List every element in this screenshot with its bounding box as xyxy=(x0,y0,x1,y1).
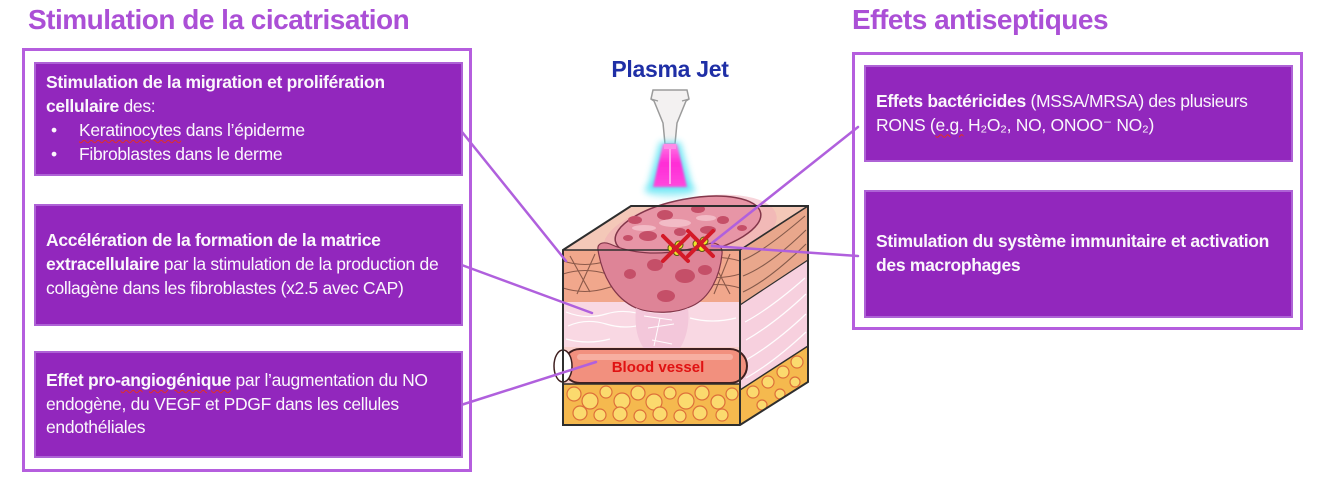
skin-block: Blood vessel xyxy=(553,194,809,426)
blood-vessel: Blood vessel xyxy=(553,348,748,384)
wound-bed xyxy=(635,308,689,351)
bullet-list: • Keratinocytes dans l’épiderme • Fibrob… xyxy=(46,119,451,167)
box-bold-text: Stimulation de la migration et proliféra… xyxy=(46,72,385,117)
skin-side-dermis xyxy=(740,260,808,390)
misspelled-word: Keratinocytes xyxy=(79,120,182,140)
box-text: Effet pro-angiogénique par l’augmentatio… xyxy=(46,369,451,440)
plasma-beam xyxy=(644,142,696,197)
box-text: Stimulation du système immunitaire et ac… xyxy=(876,230,1281,278)
box-migration-proliferation: Stimulation de la migration et proliféra… xyxy=(34,62,463,176)
right-section-title: Effets antiseptiques xyxy=(852,4,1109,35)
plasma-nozzle xyxy=(650,89,690,145)
box-text: Effets bactéricides (MSSA/MRSA) des plus… xyxy=(876,90,1281,138)
box-bold-text: Effets bactéricides xyxy=(876,90,1026,111)
blood-vessel-label: Blood vessel xyxy=(612,359,705,376)
wound-bed-cracks xyxy=(643,315,675,347)
misspelled-word: e.g. xyxy=(935,114,964,135)
left-panel-frame: Stimulation de la migration et proliféra… xyxy=(22,48,472,472)
box-pro-angiogenic: Effet pro-angiogénique par l’augmentatio… xyxy=(34,351,463,458)
right-panel-frame: Effets bactéricides (MSSA/MRSA) des plus… xyxy=(852,52,1303,330)
list-item: • Fibroblastes dans le derme xyxy=(46,143,451,167)
box-bold-text: Accélération de la formation de la matri… xyxy=(46,230,381,275)
box-bactericidal-effects: Effets bactéricides (MSSA/MRSA) des plus… xyxy=(864,65,1293,162)
bullet-text: Keratinocytes dans l’épiderme xyxy=(79,119,305,143)
dermis-mesh-lines xyxy=(565,277,807,379)
box-text: Accélération de la formation de la matri… xyxy=(46,229,451,300)
red-x-marks xyxy=(661,229,715,263)
plasma-jet-label: Plasma Jet xyxy=(611,56,729,82)
bullet-text-rest: dans l’épiderme xyxy=(181,120,305,140)
box-normal-text: par la stimulation de la production de c… xyxy=(46,254,439,298)
misspelled-word: angiogénique xyxy=(120,369,231,390)
bullet-text: Fibroblastes dans le derme xyxy=(79,143,283,164)
box-immune-stimulation: Stimulation du système immunitaire et ac… xyxy=(864,190,1293,318)
fat-layer xyxy=(566,355,804,423)
bullet-marker: • xyxy=(51,143,57,164)
skin-illustration: Blood vessel xyxy=(553,89,809,426)
box-normal-text: des: xyxy=(118,96,156,117)
box-text: Stimulation de la migration et proliféra… xyxy=(46,71,451,119)
box-bold-text: Stimulation du système immunitaire et ac… xyxy=(876,231,1270,275)
bacteria-crossed-out xyxy=(661,229,715,263)
list-item: • Keratinocytes dans l’épiderme xyxy=(46,119,451,143)
box-matrix-formation: Accélération de la formation de la matri… xyxy=(34,204,463,326)
box-normal-text: (MSSA/MRSA) des plusieurs RONS ( xyxy=(876,90,1248,135)
left-section-title: Stimulation de la cicatrisation xyxy=(28,4,410,35)
box-formula-text: H₂O₂, NO, ONOO⁻ NO₂) xyxy=(963,114,1154,135)
box-normal-text: par l’augmentation du NO endogène, du VE… xyxy=(46,369,428,438)
bullet-marker: • xyxy=(51,120,57,140)
box-bold-text: Effet pro- xyxy=(46,369,121,390)
